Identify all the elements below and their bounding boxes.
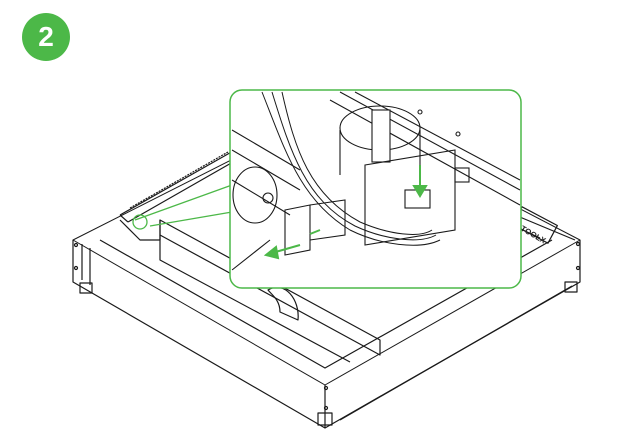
step-number-badge: 2 — [22, 13, 70, 61]
foot — [317, 412, 333, 426]
step-number: 2 — [38, 21, 54, 52]
callout-lines — [132, 184, 233, 230]
foot — [564, 281, 578, 293]
detail-inset — [229, 89, 522, 289]
foot — [79, 282, 93, 294]
direction-arrows — [263, 165, 428, 260]
